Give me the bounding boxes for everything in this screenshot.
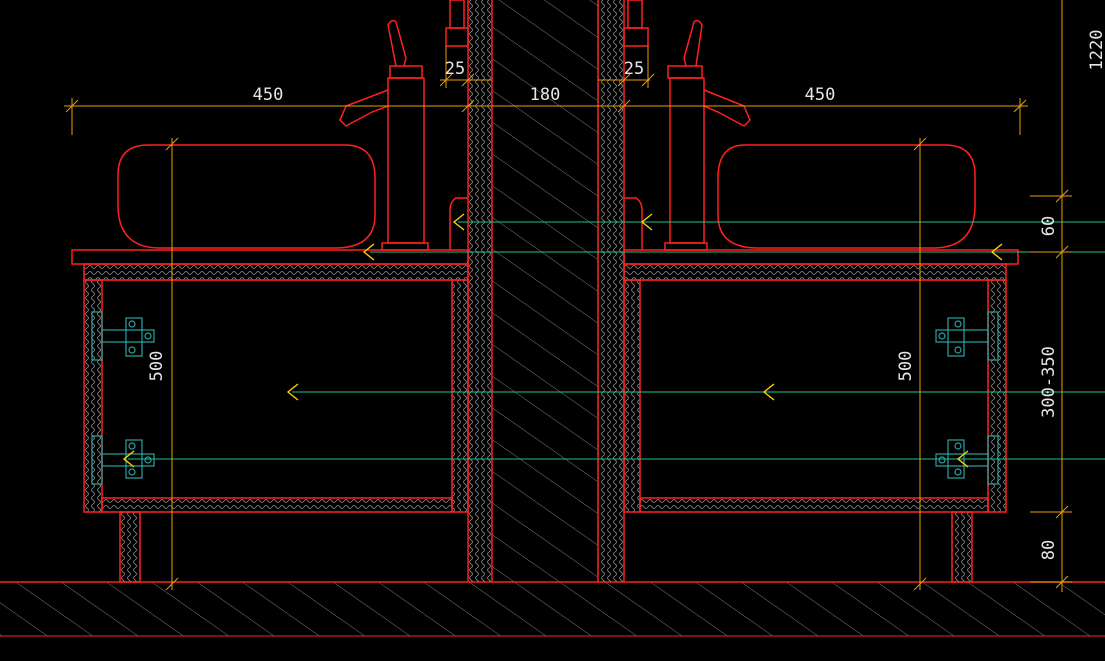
right-cabinet — [623, 249, 1019, 583]
right-basin — [717, 144, 976, 249]
dimension-lines — [64, 0, 1072, 592]
dim-left-gap: 25 — [445, 59, 465, 79]
leader-lines — [128, 221, 1105, 460]
floor — [0, 581, 1105, 637]
leader-markers — [122, 213, 1003, 468]
center-wall — [467, 0, 625, 582]
dim-top-right: 1220 — [1087, 30, 1105, 71]
dim-left-cabinet-height: 500 — [147, 351, 167, 382]
left-faucet — [339, 19, 429, 251]
dim-right-gap: 25 — [624, 59, 644, 79]
dim-left-width: 450 — [253, 85, 284, 105]
dim-leg-height: 80 — [1039, 540, 1059, 560]
dim-wall-thickness: 180 — [530, 85, 561, 105]
left-cabinet — [71, 249, 469, 583]
left-hinges — [91, 311, 155, 485]
wall-fixtures — [445, 0, 649, 250]
right-faucet — [664, 19, 751, 251]
dim-mount-height: 300-350 — [1039, 346, 1059, 418]
dim-counter-thickness: 60 — [1039, 216, 1059, 236]
left-basin — [117, 144, 376, 249]
dim-right-cabinet-height: 500 — [896, 351, 916, 382]
dim-right-width: 450 — [805, 85, 836, 105]
